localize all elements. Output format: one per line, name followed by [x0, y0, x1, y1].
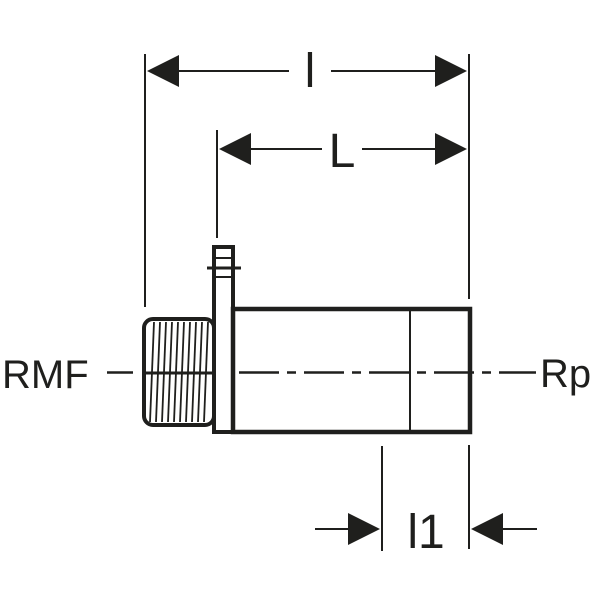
- insertion-length-label: l1: [407, 506, 444, 559]
- arrowhead-left-icon: [219, 133, 251, 165]
- fitting-outline: [142, 245, 473, 435]
- arrowhead-right-icon: [435, 55, 467, 87]
- arrowhead-left-icon: [147, 55, 179, 87]
- right-connection-label: Rp: [540, 352, 591, 396]
- arrowhead-pointing-right-icon: [348, 513, 380, 545]
- arrowhead-pointing-left-icon: [471, 513, 503, 545]
- lug-outline: [212, 245, 235, 434]
- socket-body: [230, 306, 473, 435]
- dimension-insertion-length: l1: [315, 445, 537, 559]
- left-connection-label: RMF: [2, 353, 89, 397]
- connection-labels: RMF Rp: [2, 352, 591, 397]
- male-thread: [142, 317, 216, 427]
- body-length-label: L: [329, 125, 356, 178]
- dimension-overall-length: l: [144, 45, 470, 307]
- dimension-body-length: L: [216, 125, 467, 238]
- body-outline: [230, 306, 473, 435]
- arrowhead-right-icon: [435, 133, 467, 165]
- overall-length-label: l: [305, 45, 316, 98]
